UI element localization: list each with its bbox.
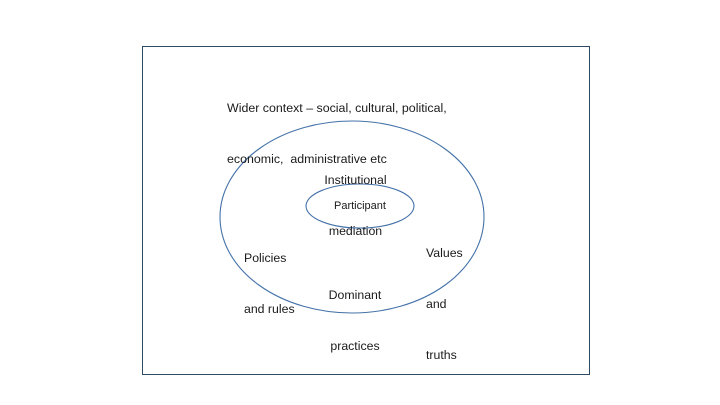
values-and-truths-line-3: truths	[426, 348, 457, 362]
participant-label: Participant	[334, 200, 386, 212]
values-and-truths-line-2: and	[426, 297, 447, 311]
institutional-mediation-label: Institutional mediation	[283, 138, 428, 274]
values-and-truths-label: Values and truths	[426, 211, 463, 398]
dominant-practices-line-2: practices	[330, 339, 380, 353]
dominant-practices-line-1: Dominant	[328, 288, 382, 302]
institutional-mediation-line-1: Institutional	[324, 173, 387, 187]
wider-context-line-2: economic, administrative etc	[227, 152, 387, 166]
values-and-truths-line-1: Values	[426, 246, 463, 260]
policies-and-rules-label: Policies and rules	[244, 216, 295, 352]
wider-context-line-1: Wider context – social, cultural, politi…	[227, 101, 447, 115]
dominant-practices-label: Dominant practices	[295, 253, 415, 389]
wider-context-label: Wider context – social, cultural, politi…	[227, 66, 447, 202]
institutional-mediation-line-2: mediation	[328, 224, 383, 238]
policies-and-rules-line-1: Policies	[244, 251, 287, 265]
policies-and-rules-line-2: and rules	[244, 302, 295, 316]
